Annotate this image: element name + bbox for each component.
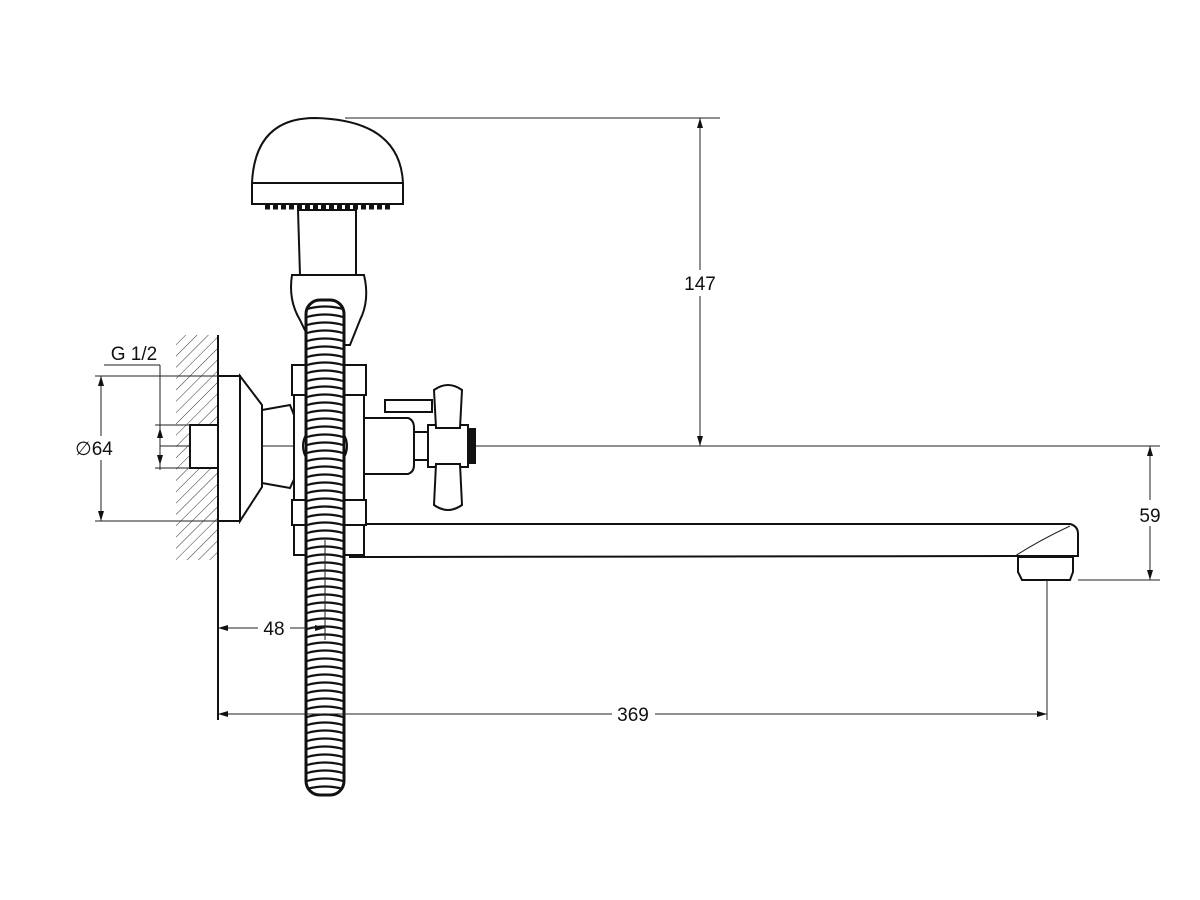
- hose-ridge: [306, 385, 344, 391]
- hose-ridge: [306, 337, 344, 343]
- wall: [176, 335, 219, 720]
- thread-stub: [189, 424, 219, 469]
- hose-ridge: [306, 537, 344, 543]
- hose-ridge: [306, 689, 344, 695]
- hose-ridge: [306, 529, 344, 535]
- dimension-label-147: 147: [684, 274, 716, 295]
- hose-ridge: [306, 473, 344, 479]
- hose-ridge: [306, 761, 344, 767]
- hose-ridge: [306, 369, 344, 375]
- hose-ridge: [306, 313, 344, 319]
- dimension-label-59: 59: [1139, 506, 1160, 527]
- valve-handle: [363, 384, 476, 511]
- hose-ridge: [306, 673, 344, 679]
- hose-ridge: [306, 409, 344, 415]
- hose-ridge: [306, 729, 344, 735]
- spout: [349, 523, 1079, 581]
- hose-ridge: [306, 321, 344, 327]
- hose-ridge: [306, 521, 344, 527]
- dimension-369: 369: [218, 580, 1048, 726]
- hex-nut: [261, 403, 297, 490]
- wall-flange: [217, 373, 263, 525]
- hose-ridge: [306, 721, 344, 727]
- hose-ridge: [306, 785, 344, 791]
- hose-ridge: [306, 425, 344, 431]
- hose-ridge: [306, 505, 344, 511]
- hose-ridge: [306, 769, 344, 775]
- hose-ridge: [306, 649, 344, 655]
- hose-ridge: [306, 753, 344, 759]
- dimension-thread: G 1/2: [104, 344, 190, 470]
- hose-ridge: [306, 705, 344, 711]
- hose-ridge: [306, 377, 344, 383]
- hose-ridge: [306, 441, 344, 447]
- hose-ridge: [306, 697, 344, 703]
- hose-ridge: [306, 457, 344, 463]
- shower-hose: [304, 298, 346, 797]
- dimension-59: 59: [1078, 446, 1169, 581]
- hose-ridge: [306, 345, 344, 351]
- hose-ridge: [306, 497, 344, 503]
- hose-ridge: [306, 433, 344, 439]
- hose-ridge: [306, 489, 344, 495]
- dimension-48: 48: [218, 540, 326, 640]
- dimension-diameter-64: ∅64: [70, 375, 218, 522]
- dimension-147: 147: [345, 117, 722, 446]
- dimension-label-48: 48: [263, 619, 284, 640]
- hose-ridge: [306, 777, 344, 783]
- hose-ridge: [306, 393, 344, 399]
- hose-ridge: [306, 481, 344, 487]
- hose-ridge: [306, 657, 344, 663]
- dimension-label-369: 369: [617, 705, 649, 726]
- dimension-label-64: ∅64: [75, 439, 113, 460]
- hose-ridge: [306, 681, 344, 687]
- hose-ridge: [306, 449, 344, 455]
- hose-ridge: [306, 465, 344, 471]
- hose-ridge: [306, 361, 344, 367]
- hose-ridge: [306, 665, 344, 671]
- hose-ridge: [306, 305, 344, 311]
- hose-ridge: [306, 745, 344, 751]
- hose-ridge: [306, 641, 344, 647]
- hose-ridge: [306, 353, 344, 359]
- hose-ridge: [306, 401, 344, 407]
- dimension-label-thread: G 1/2: [111, 344, 157, 365]
- hose-ridge: [306, 737, 344, 743]
- hose-ridge: [306, 329, 344, 335]
- hose-ridge: [306, 513, 344, 519]
- hose-ridge: [306, 417, 344, 423]
